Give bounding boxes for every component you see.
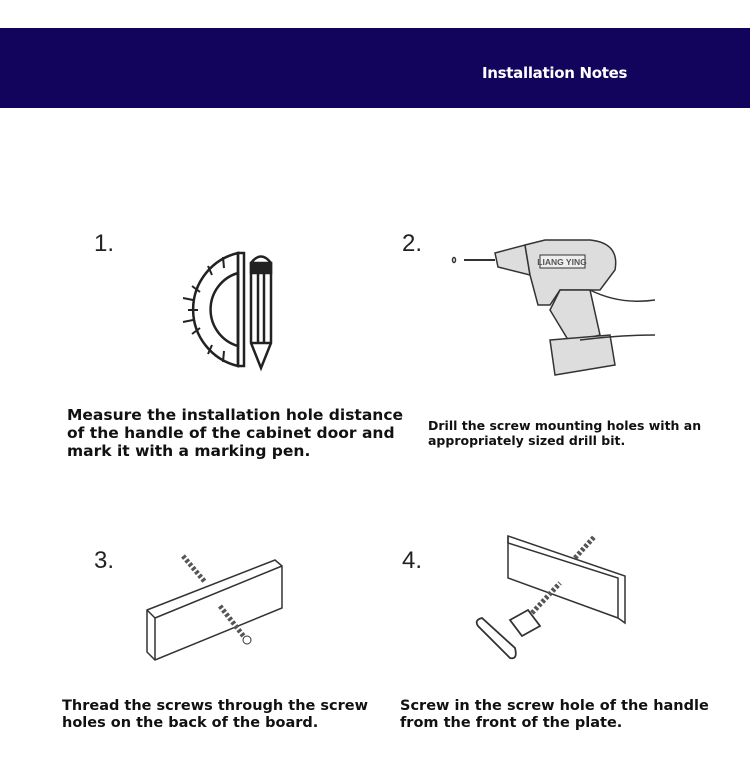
caption-line: Thread the screws through the screw [62, 698, 369, 714]
header-band [0, 28, 750, 108]
caption-line: Measure the installation hole distance [67, 406, 404, 424]
caption-line: of the handle of the cabinet door and [67, 424, 395, 442]
page-title: Installation Notes [482, 64, 628, 82]
protractor-pencil-illustration [182, 251, 273, 372]
step-3-caption: Thread the screws through the screw hole… [62, 698, 368, 732]
caption-line: appropriately sized drill bit. [428, 433, 626, 448]
board-screws-illustration [146, 554, 283, 661]
caption-line: mark it with a marking pen. [67, 442, 311, 460]
caption-line: Drill the screw mounting holes with an [428, 418, 702, 433]
caption-line: from the front of the plate. [400, 715, 623, 731]
handle-installation-illustration [475, 534, 626, 660]
step-1-caption: Measure the installation hole distance o… [67, 406, 403, 460]
drill-brand-logo: LIANG YING [537, 257, 587, 267]
caption-line: Screw in the screw hole of the handle [400, 698, 709, 714]
step-2-number: 2. [402, 230, 423, 257]
step-4-caption: Screw in the screw hole of the handle fr… [400, 698, 709, 732]
step-4-number: 4. [402, 547, 423, 574]
step-3-number: 3. [94, 547, 115, 574]
caption-line: holes on the back of the board. [62, 715, 319, 731]
step-1-number: 1. [94, 230, 115, 257]
step-2-caption: Drill the screw mounting holes with an a… [428, 418, 701, 448]
drill-illustration: LIANG YING [451, 239, 656, 376]
